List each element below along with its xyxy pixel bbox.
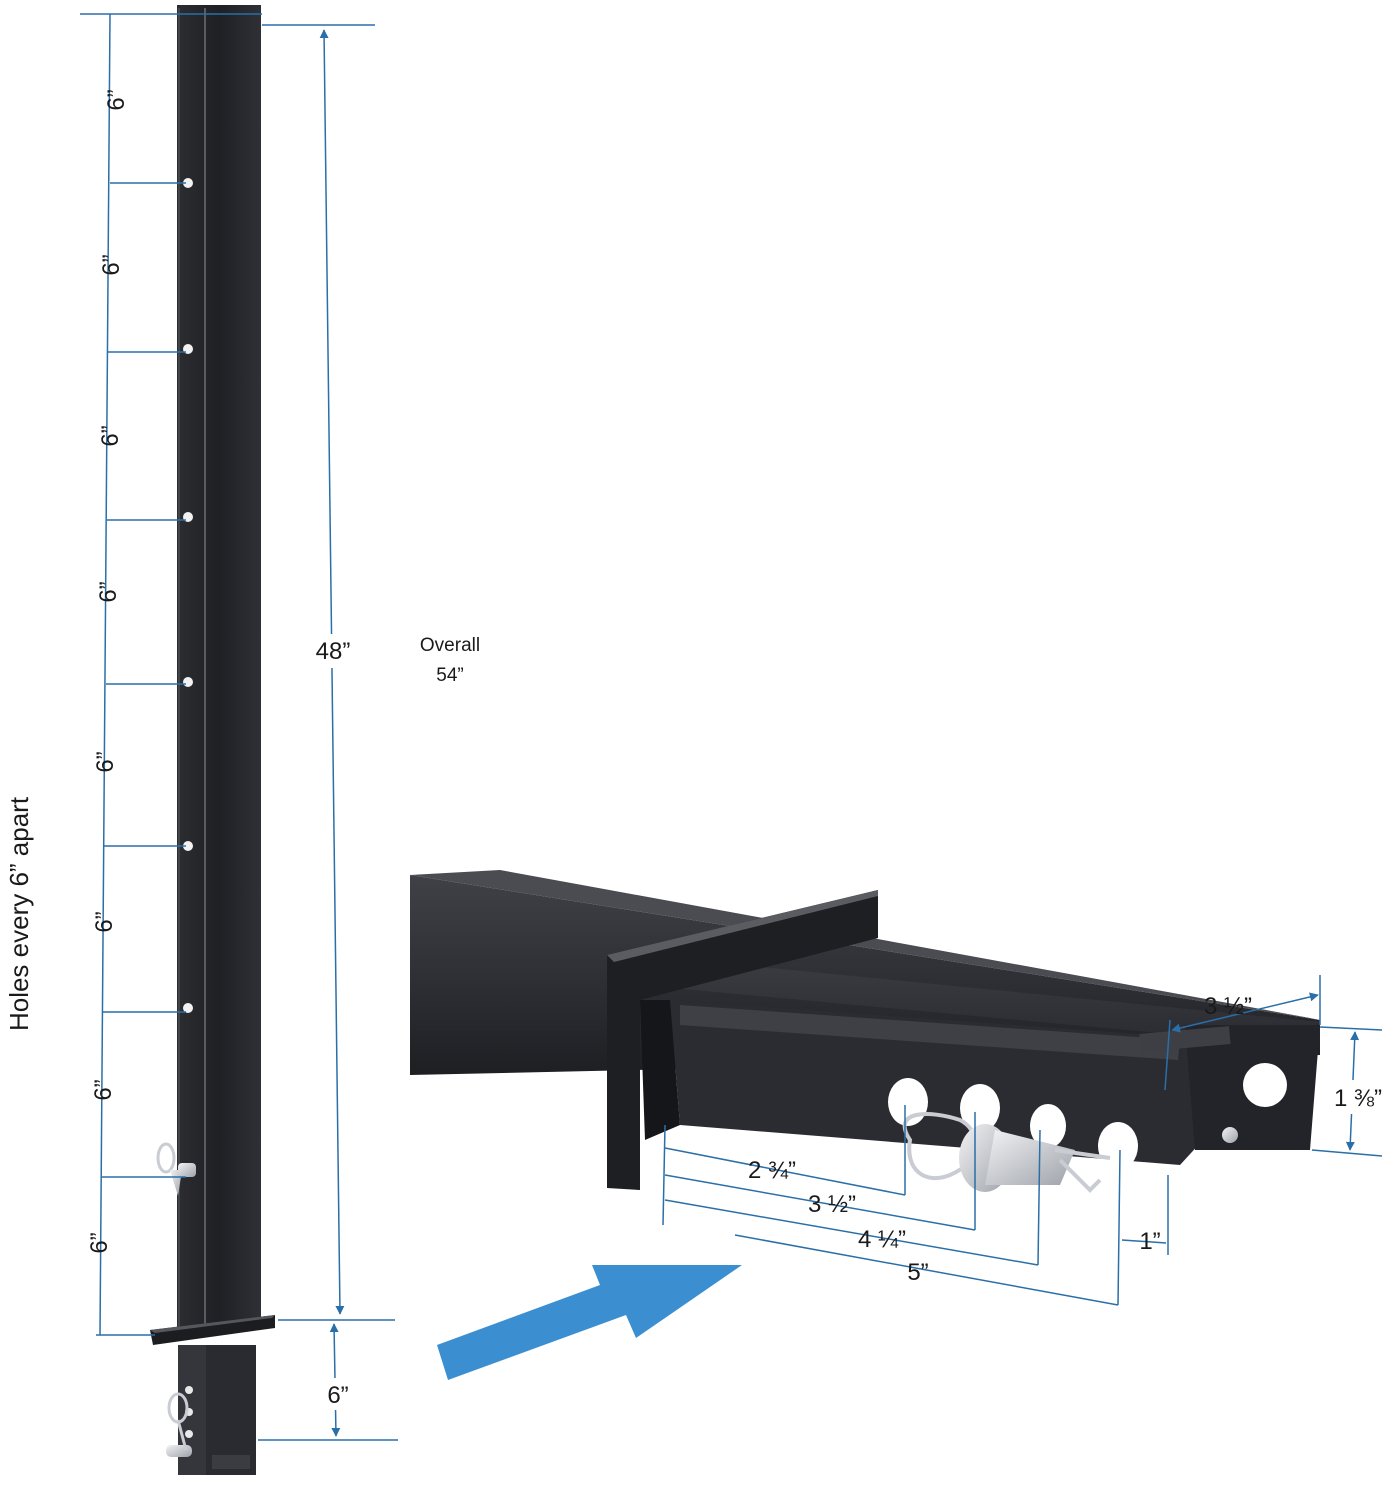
post-tube	[177, 5, 261, 1330]
detail-dimensions	[662, 975, 1383, 1306]
length-48-label: 48”	[316, 638, 351, 665]
hole-spacing-dimensions	[80, 13, 262, 1336]
hole-offset-label-1: 2 ¾”	[748, 1157, 796, 1184]
insert-hole	[185, 1386, 193, 1394]
post-hole	[183, 178, 193, 188]
detail-width-label: 3 ½”	[1204, 993, 1252, 1020]
post-hole	[183, 677, 193, 687]
side-hole	[1030, 1104, 1066, 1148]
hitch-detail-view	[410, 870, 1320, 1193]
hole-offset-label-2: 3 ½”	[808, 1191, 856, 1218]
spacing-label-8: 6”	[86, 1232, 113, 1253]
detail-pointer-arrow	[437, 1265, 742, 1380]
spacing-label-4: 6”	[95, 581, 122, 602]
bracket-hole	[1243, 1063, 1287, 1107]
spacing-label-7: 6”	[90, 1079, 117, 1100]
insert-6-label: 6”	[327, 1382, 348, 1409]
mounting-plate	[607, 890, 878, 1190]
insert-hole	[185, 1430, 193, 1438]
tube-top-face	[640, 960, 1320, 1045]
spacing-label-6: 6”	[91, 911, 118, 932]
overall-label-line2: 54”	[436, 665, 463, 686]
post-hole	[183, 1003, 193, 1013]
spacing-label-2: 6”	[98, 254, 125, 275]
overall-label-line1: Overall	[420, 635, 480, 656]
post-collar-plate	[150, 1315, 275, 1345]
hitch-post	[150, 5, 275, 1475]
holes-every-label: Holes every 6” apart	[4, 796, 34, 1031]
detail-height-label: 1 ⅜”	[1334, 1085, 1382, 1112]
spacing-label-3: 6”	[97, 425, 124, 446]
edge-offset-label: 1”	[1139, 1228, 1160, 1255]
hole-spacing-labels: 6” 6” 6” 6” 6” 6” 6” 6”	[86, 89, 130, 1253]
side-hole	[1098, 1122, 1138, 1170]
lower-hitch-pin	[166, 1392, 192, 1457]
side-hole	[960, 1084, 1000, 1132]
post-hole	[183, 841, 193, 851]
spacing-label-5: 6”	[92, 751, 119, 772]
spacing-label-1: 6”	[103, 89, 130, 110]
hole-offset-label-4: 5”	[907, 1259, 928, 1286]
hole-offset-label-3: 4 ¼”	[858, 1226, 906, 1253]
length-dimensions	[258, 24, 398, 1441]
